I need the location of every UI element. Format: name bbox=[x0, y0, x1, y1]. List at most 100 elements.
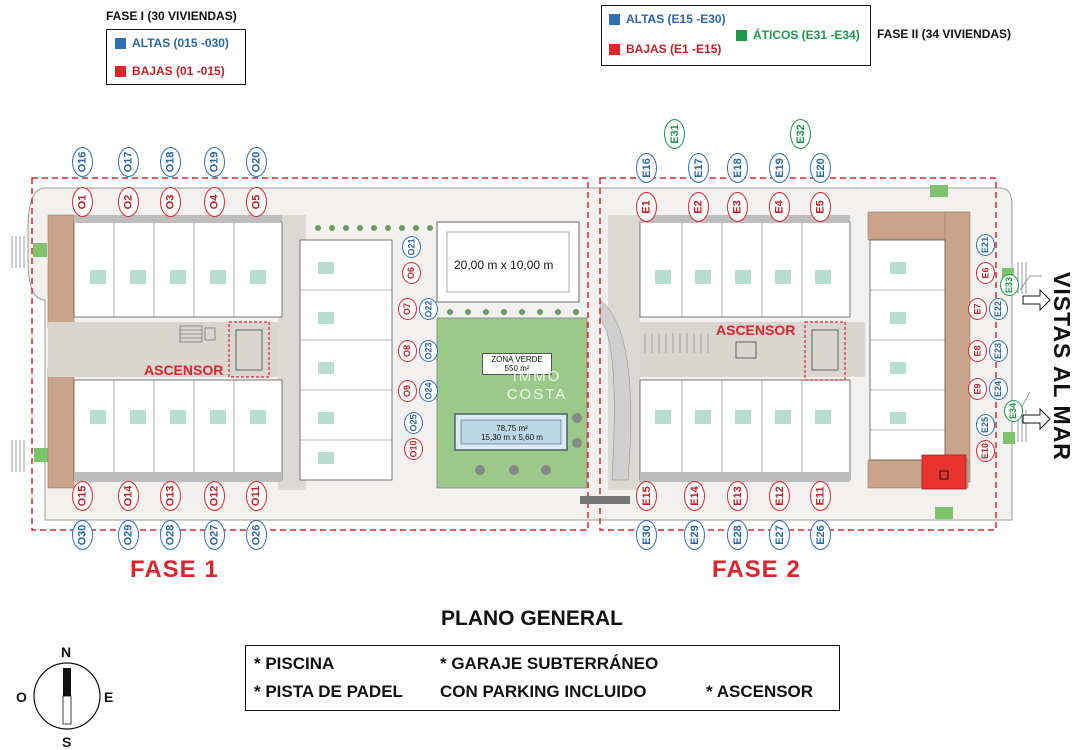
unit-label: E10 bbox=[980, 442, 991, 460]
unit-tag: O27 bbox=[204, 520, 225, 550]
ascensor-label-fase1: ASCENSOR bbox=[144, 362, 224, 378]
unit-tag: O22 bbox=[419, 298, 438, 320]
legend-altas-label: ALTAS (E15 -E30) bbox=[626, 12, 726, 26]
compass-west: O bbox=[16, 689, 27, 705]
unit-label: E25 bbox=[980, 416, 991, 434]
unit-label: E7 bbox=[972, 303, 983, 315]
bajas-swatch bbox=[609, 43, 620, 55]
unit-label: O10 bbox=[408, 440, 419, 458]
amenity-piscina: * PISCINA bbox=[254, 654, 335, 673]
unit-label: O29 bbox=[122, 524, 135, 546]
unit-tag: O2 bbox=[118, 187, 139, 217]
unit-tag: E6 bbox=[976, 262, 995, 284]
unit-tag: E15 bbox=[636, 481, 657, 511]
unit-tag: O20 bbox=[246, 147, 267, 177]
unit-tag: O18 bbox=[160, 147, 181, 177]
pool-label: 78,75 m² 15,30 m x 5,60 m bbox=[477, 424, 547, 442]
unit-tag: E20 bbox=[810, 153, 831, 183]
unit-tag: E29 bbox=[684, 520, 705, 550]
altas-swatch bbox=[115, 37, 126, 49]
unit-tag: O9 bbox=[398, 380, 417, 402]
amenities-box: * PISCINA * PISTA DE PADEL * GARAJE SUBT… bbox=[245, 645, 840, 711]
fase1-label: FASE 1 bbox=[130, 556, 219, 583]
unit-tag: O24 bbox=[419, 380, 438, 402]
unit-label: E27 bbox=[773, 525, 786, 545]
unit-label: E9 bbox=[972, 383, 983, 395]
unit-tag: O17 bbox=[118, 147, 139, 177]
unit-label: E16 bbox=[640, 158, 653, 178]
legend-bajas-label: BAJAS (E1 -E15) bbox=[626, 42, 722, 56]
unit-label: O24 bbox=[423, 382, 434, 400]
padel-court-label: 20,00 m x 10,00 m bbox=[454, 258, 554, 272]
altas-swatch bbox=[609, 13, 620, 25]
zona-verde-box: ZONA VERDE 550 m² bbox=[482, 353, 552, 375]
unit-tag: O30 bbox=[72, 520, 93, 550]
bajas-swatch bbox=[115, 65, 126, 77]
unit-tag: O3 bbox=[160, 187, 181, 217]
unit-tag: E30 bbox=[636, 520, 657, 550]
unit-label: E19 bbox=[773, 158, 786, 178]
unit-tag: E3 bbox=[727, 192, 748, 222]
unit-tag: O1 bbox=[72, 187, 93, 217]
legend-aticos-label: ÁTICOS (E31 -E34) bbox=[753, 28, 860, 42]
unit-tag: O8 bbox=[398, 340, 417, 362]
unit-tag: E13 bbox=[727, 481, 748, 511]
unit-label: O12 bbox=[208, 485, 221, 507]
unit-tag: O16 bbox=[72, 147, 93, 177]
legend-bajas-label: BAJAS (01 -015) bbox=[132, 64, 225, 78]
unit-label: O6 bbox=[406, 266, 417, 280]
unit-label: O25 bbox=[408, 414, 419, 432]
unit-tag: E4 bbox=[769, 192, 790, 222]
unit-label: O28 bbox=[164, 524, 177, 546]
unit-label: E5 bbox=[814, 200, 827, 214]
legend-fase2: ALTAS (E15 -E30) BAJAS (E1 -E15) ÁTICOS … bbox=[601, 5, 871, 66]
unit-tag: O23 bbox=[419, 340, 438, 362]
compass-north: N bbox=[61, 644, 72, 660]
fase2-label: FASE 2 bbox=[712, 556, 801, 583]
unit-tag: E23 bbox=[989, 340, 1008, 362]
unit-tag: E8 bbox=[968, 340, 987, 362]
pool-dims: 15,30 m x 5,60 m bbox=[481, 433, 543, 442]
unit-label: E3 bbox=[731, 200, 744, 214]
unit-tag: E32 bbox=[790, 119, 811, 149]
legend-fase1-title: FASE I (30 VIVIENDAS) bbox=[106, 9, 237, 23]
unit-label: O14 bbox=[122, 485, 135, 507]
unit-tag: O5 bbox=[246, 187, 267, 217]
unit-label: E12 bbox=[773, 486, 786, 506]
unit-tag: O13 bbox=[160, 481, 181, 511]
unit-tag: E34 bbox=[1004, 400, 1023, 422]
unit-tag: E7 bbox=[968, 298, 987, 320]
unit-tag: O26 bbox=[246, 520, 267, 550]
unit-label: E32 bbox=[794, 124, 807, 144]
unit-label: O1 bbox=[76, 194, 89, 210]
unit-tag: O28 bbox=[160, 520, 181, 550]
legend-aticos-fase2: ÁTICOS (E31 -E34) bbox=[736, 28, 860, 42]
unit-tag: E24 bbox=[989, 378, 1008, 400]
unit-label: O3 bbox=[164, 194, 177, 210]
unit-tag: O12 bbox=[204, 481, 225, 511]
amenity-ascensor: * ASCENSOR bbox=[706, 682, 814, 701]
unit-tag: E11 bbox=[810, 481, 831, 511]
zona-verde-title: ZONA VERDE bbox=[491, 355, 543, 364]
unit-label: E26 bbox=[814, 525, 827, 545]
unit-label: O8 bbox=[402, 344, 413, 358]
unit-tag: O19 bbox=[204, 147, 225, 177]
unit-label: E6 bbox=[980, 267, 991, 279]
unit-label: E22 bbox=[993, 300, 1004, 318]
unit-label: E23 bbox=[993, 342, 1004, 360]
unit-label: O21 bbox=[406, 238, 417, 256]
unit-tag: E19 bbox=[769, 153, 790, 183]
unit-tag: E28 bbox=[727, 520, 748, 550]
zona-verde-area: 550 m² bbox=[504, 364, 530, 373]
unit-label: O30 bbox=[76, 524, 89, 546]
unit-label: E33 bbox=[1004, 276, 1015, 294]
unit-label: E31 bbox=[668, 124, 681, 144]
legend-bajas-fase1: BAJAS (01 -015) bbox=[115, 64, 225, 78]
unit-label: E15 bbox=[640, 486, 653, 506]
unit-tag: E27 bbox=[769, 520, 790, 550]
unit-label: O23 bbox=[423, 342, 434, 360]
unit-tag: E5 bbox=[810, 192, 831, 222]
unit-label: O13 bbox=[164, 485, 177, 507]
unit-label: O20 bbox=[250, 151, 263, 173]
legend-altas-fase1: ALTAS (015 -030) bbox=[115, 36, 229, 50]
